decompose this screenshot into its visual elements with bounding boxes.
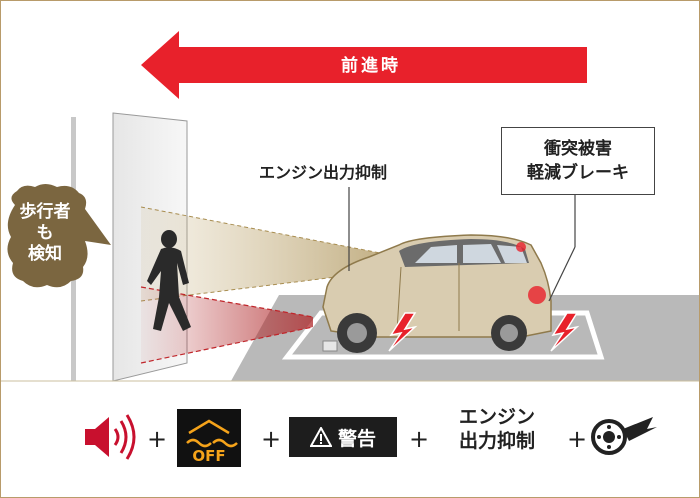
engine-result-line1: エンジン [458, 406, 535, 428]
plus-sign: + [567, 425, 588, 453]
aeb-leader-line [548, 246, 576, 302]
engine-output-result: エンジン 出力抑制 [433, 405, 561, 453]
camera-beam [141, 207, 401, 301]
skid-off-icon [177, 409, 241, 467]
warning-triangle-icon [309, 427, 332, 447]
aeb-label-line2: 軽減ブレーキ [527, 163, 629, 183]
warning-box: 警告 [289, 417, 397, 457]
pedestrian-detect-badge [7, 184, 112, 288]
pedestrian-icon [147, 230, 191, 331]
car-illustration [322, 234, 552, 353]
aeb-label-box: 衝突被害 軽減ブレーキ [501, 127, 655, 195]
lightning-icon [388, 312, 418, 352]
plus-sign: + [409, 425, 430, 453]
direction-label: 前進時 [341, 56, 401, 76]
lightning-icon [550, 312, 580, 352]
forward-arrow [141, 31, 587, 99]
badge-line3: 検知 [28, 244, 62, 264]
badge-line2: も [36, 223, 54, 243]
badge-line1: 歩行者 [19, 202, 71, 222]
engine-result-line2: 出力抑制 [458, 430, 535, 452]
warning-label: 警告 [337, 427, 376, 450]
engine-output-label: エンジン出力抑制 [259, 163, 388, 182]
sonar-beam [141, 287, 313, 363]
plus-sign: + [261, 425, 282, 453]
brake-disc-icon [591, 417, 657, 455]
aeb-label-line1: 衝突被害 [544, 139, 612, 159]
speaker-icon [85, 414, 136, 460]
plus-sign: + [147, 425, 168, 453]
skid-off-label: OFF [192, 447, 226, 465]
